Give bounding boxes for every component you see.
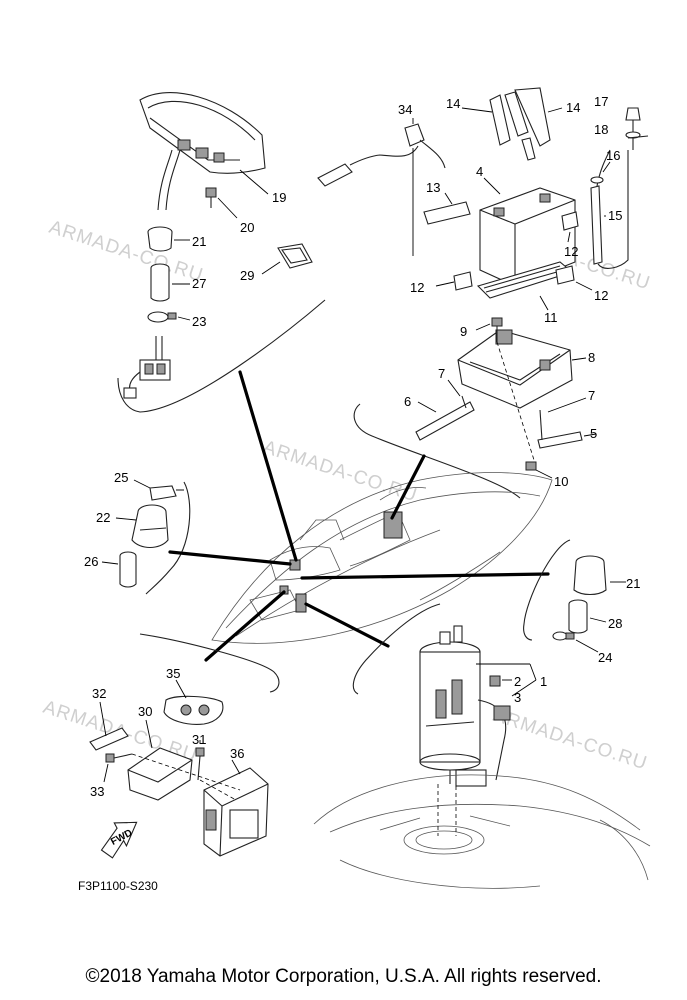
clip-29	[261, 243, 313, 275]
nut-10	[525, 461, 553, 479]
fwd-arrow: FWD	[100, 821, 138, 859]
tube-28	[568, 599, 607, 634]
part-label-9: 9	[460, 324, 467, 339]
part-label-11: 11	[544, 310, 558, 325]
part-label-19: 19	[272, 190, 286, 205]
pads-12	[435, 211, 593, 291]
tube-27	[150, 263, 190, 302]
connector-25	[133, 479, 184, 501]
part-label-14a: 14	[446, 96, 460, 111]
part-label-20: 20	[240, 220, 254, 235]
bolt-31	[195, 740, 205, 781]
fuel-pump	[419, 625, 507, 787]
watermarks: ARMADA-CO.RU ARMADA-CO.RU ARMADA-CO.RU A…	[40, 217, 652, 775]
copyright-notice: ©2018 Yamaha Motor Corporation, U.S.A. A…	[85, 966, 602, 987]
part-label-18: 18	[594, 122, 608, 137]
part-label-34: 34	[398, 102, 412, 117]
fuel-pump-parts-1-2-3	[476, 663, 537, 721]
callout-bracket-ecu	[139, 633, 280, 693]
ecu-box-36	[203, 759, 269, 857]
part-label-28: 28	[608, 616, 622, 631]
part-label-15: 15	[608, 208, 622, 223]
clamp-23	[147, 311, 191, 323]
part-label-10: 10	[554, 474, 568, 489]
fwd-label: FWD	[109, 828, 134, 848]
part-label-31: 31	[192, 732, 206, 747]
vent-hose-15	[590, 149, 629, 269]
callout-bracket-right	[523, 539, 571, 641]
grommet-22	[115, 504, 169, 549]
figure-code: F3P1100-S230	[78, 879, 158, 893]
battery-cable-34	[317, 118, 446, 187]
part-label-33: 33	[90, 784, 104, 799]
assembly-dashes	[131, 753, 241, 801]
part-label-32: 32	[92, 686, 106, 701]
watermark: ARMADA-CO.RU	[260, 437, 419, 507]
bracket-30	[127, 719, 193, 801]
part-label-8: 8	[588, 350, 595, 365]
battery-bands-14	[461, 87, 563, 161]
part-label-5: 5	[590, 426, 597, 441]
part-label-14b: 14	[566, 100, 580, 115]
deck-outline	[313, 774, 651, 889]
meter-assembly	[139, 92, 269, 211]
part-label-35: 35	[166, 666, 180, 681]
collar-26	[101, 551, 137, 588]
pad-13	[423, 192, 471, 225]
part-label-7b: 7	[588, 388, 595, 403]
callout-bracket-meter	[117, 299, 326, 413]
callout-bracket-battery	[353, 403, 521, 499]
part-label-1: 1	[540, 674, 547, 689]
remote-35	[163, 679, 224, 725]
part-label-29: 29	[240, 268, 254, 283]
clip-24	[552, 631, 599, 653]
part-label-16: 16	[606, 148, 620, 163]
watercraft-hull	[211, 472, 553, 644]
part-label-3: 3	[514, 690, 521, 705]
part-label-4: 4	[476, 164, 483, 179]
callout-bracket-pump	[352, 603, 441, 695]
part-label-21a: 21	[192, 234, 206, 249]
part-label-21b: 21	[626, 576, 640, 591]
stays-6-7-5	[415, 341, 597, 461]
part-label-2: 2	[514, 674, 521, 689]
watermark: ARMADA-CO.RU	[46, 217, 205, 287]
screw-33	[103, 753, 133, 783]
callout-leaders	[168, 370, 550, 662]
bolt-9	[475, 317, 503, 342]
part-label-12a: 12	[564, 244, 578, 259]
watermark: ARMADA-CO.RU	[490, 705, 649, 775]
part-label-23: 23	[192, 314, 206, 329]
fitting-16	[590, 161, 611, 184]
part-label-12b: 12	[410, 280, 424, 295]
tray-11	[476, 261, 574, 311]
battery-4	[479, 177, 576, 287]
part-label-25: 25	[114, 470, 128, 485]
part-label-13: 13	[426, 180, 440, 195]
part-label-6: 6	[404, 394, 411, 409]
part-label-30: 30	[138, 704, 152, 719]
harness-connector	[123, 336, 171, 399]
part-label-17: 17	[594, 94, 608, 109]
part-label-27: 27	[192, 276, 206, 291]
bolt-20	[205, 187, 238, 219]
part-labels: 34 14 14 17 18 16 4 13 15 12 12 12 11 9 …	[84, 94, 640, 799]
part-label-24: 24	[598, 650, 612, 665]
grommet-21-top	[147, 226, 190, 252]
breather-17-18	[625, 107, 649, 150]
plate-32	[89, 701, 129, 751]
part-label-26: 26	[84, 554, 98, 569]
part-label-22: 22	[96, 510, 110, 525]
battery-box-8	[457, 329, 587, 409]
grommet-21-right	[573, 555, 626, 596]
part-label-36: 36	[230, 746, 244, 761]
part-label-7a: 7	[438, 366, 445, 381]
part-label-12c: 12	[594, 288, 608, 303]
callout-bracket-left	[145, 481, 191, 595]
